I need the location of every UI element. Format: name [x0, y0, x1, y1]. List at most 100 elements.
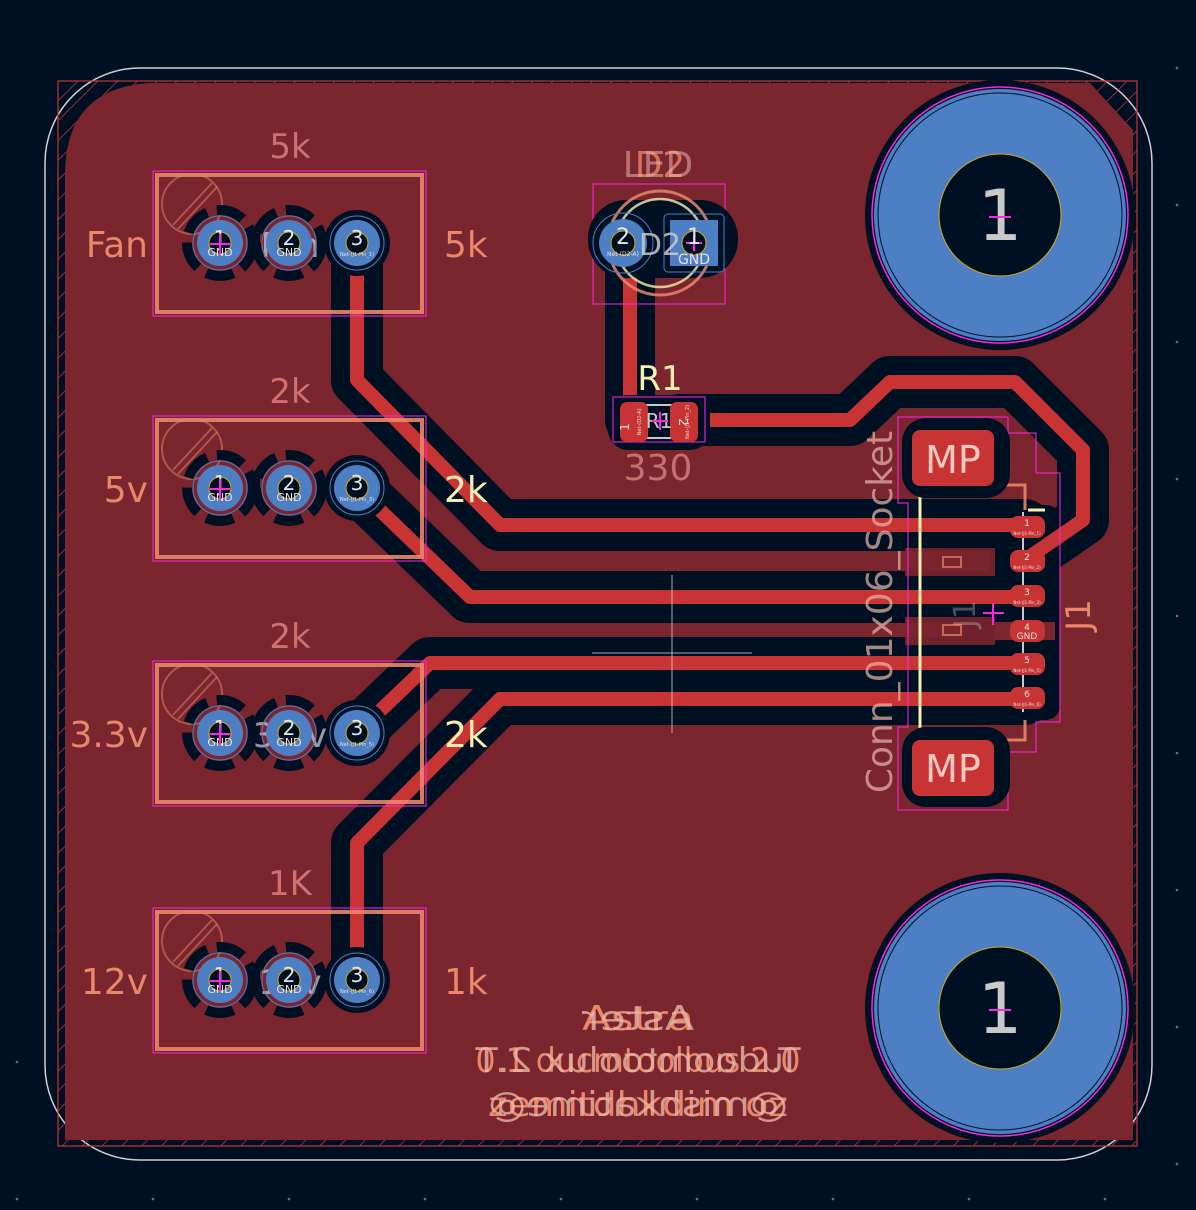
connector-right-value: 2k: [444, 715, 488, 756]
r1-pad-1-net: Net-(D2-A): [637, 409, 643, 436]
pad-number: 2: [283, 716, 296, 740]
j1-pad[interactable]: [1010, 585, 1045, 607]
screw-icon: [161, 663, 223, 725]
j1-pad-number: 4: [1024, 623, 1030, 633]
connector-right-value: 1k: [444, 962, 488, 1003]
trace-r1-to-j1-pin2[interactable]: [673, 375, 1090, 567]
grid-dot: [967, 1197, 971, 1201]
pad-number: 3: [351, 963, 364, 987]
grid-dot: [559, 1197, 563, 1201]
j1-pad-number: 2: [1024, 553, 1030, 563]
thermal-bridge: [250, 970, 260, 990]
pad-outline: [329, 460, 385, 516]
pad-net-label: GND: [276, 983, 301, 996]
mounting-hole-top[interactable]: 1: [865, 80, 1135, 350]
connector-silk-outline: [155, 663, 424, 804]
j1-pad-number: 6: [1024, 690, 1030, 700]
led-pad-2-drill: [610, 230, 636, 256]
pad-number: 3: [351, 226, 364, 250]
r1-pad-2-net: Net-(J1-Pin_2): [685, 405, 691, 439]
pad-outline: [192, 460, 248, 516]
j1-fab-ref: J1: [948, 600, 983, 630]
pad-drill: [277, 721, 301, 745]
j1-mount-pad-top-label: MP: [925, 438, 981, 482]
socket-j1[interactable]: MP MP 1Net-(J1-Pin_1)2Net-(J1-Pin_2)3Net…: [860, 416, 1099, 811]
j1-pad-net: Net-(J1-Pin_5): [1013, 668, 1041, 673]
j1-silk-outline: [1003, 483, 1027, 742]
grid-dot: [1175, 888, 1179, 892]
j1-pad[interactable]: [1010, 550, 1045, 572]
connector-value-label: 5k: [269, 127, 311, 167]
j1-pad[interactable]: [1010, 687, 1045, 709]
j1-mount-pad-bottom[interactable]: [912, 740, 994, 796]
grid-dot: [15, 1060, 19, 1064]
led-d2[interactable]: 2 1 Net-(D2-A) GND D2 D2 LED: [588, 145, 738, 305]
board-text-back-line-3: @mishkatime@: [488, 1085, 788, 1125]
pad-number: 3: [351, 716, 364, 740]
connector-value-label: 2k: [269, 617, 311, 657]
thermal-bridge: [250, 478, 260, 498]
pad-net-label: Net-(J1-Pin_6): [340, 989, 374, 995]
pad-net-label: Net-(J1-Pin_1): [340, 252, 374, 258]
j1-pad-net: Net-(J1-Pin_2): [1013, 565, 1041, 570]
j1-pad-net: Net-(J1-Pin_1): [1013, 531, 1041, 536]
grid-dot: [1175, 1162, 1179, 1166]
r1-value-label: 330: [624, 448, 693, 489]
screw-slot: [177, 923, 218, 967]
j1-fab-pin-2: [942, 624, 962, 636]
r1-pad-2[interactable]: [670, 402, 698, 442]
screw-icon: [161, 173, 223, 235]
j1-pad-net: Net-(J1-Pin_6): [1013, 702, 1041, 707]
pad-drill: [277, 476, 301, 500]
grid-dot: [1175, 340, 1179, 344]
resistor-r1[interactable]: 1 2 Net-(D2-A) Net-(J1-Pin_2) R1 R1 330: [608, 359, 710, 489]
j1-pad[interactable]: [1010, 653, 1045, 675]
connector-silk-outline: [155, 418, 424, 559]
r1-pad-1[interactable]: [620, 402, 648, 442]
grid-dot: [1175, 751, 1179, 755]
connector-side-label: 5v: [104, 470, 148, 511]
led-pad-1-number: 1: [687, 225, 701, 250]
thermal-bridge: [250, 723, 260, 743]
j1-courtyard: [897, 416, 1061, 811]
grid-dot: [1175, 1025, 1179, 1029]
pad-drill: [345, 231, 369, 255]
r1-ref-label: R1: [637, 359, 682, 399]
pad-drill: [345, 476, 369, 500]
connector-side-label: 3.3v: [69, 715, 148, 756]
j1-fab-pin-1: [942, 556, 962, 568]
grid-dot: [1175, 614, 1179, 618]
pad-outline: [261, 952, 317, 1008]
mounting-hole-bottom[interactable]: 1: [865, 873, 1135, 1143]
j1-pad[interactable]: [1010, 620, 1045, 642]
screw-slot: [177, 431, 218, 475]
screw-slot: [172, 427, 213, 471]
j1-pad-number: 1: [1024, 519, 1030, 529]
pad-number: 3: [351, 471, 364, 495]
trace-5v-to-j1-pin3[interactable]: [350, 481, 1032, 604]
j1-mount-pad-top[interactable]: [912, 430, 994, 486]
trace-3v3-to-j1-pin5[interactable]: [350, 656, 1032, 740]
mh-bottom-pad-ring: [877, 885, 1123, 1131]
r1-pad-1-number: 1: [618, 423, 632, 431]
r1-courtyard: [612, 396, 706, 443]
connector-value-label: 2k: [269, 372, 311, 412]
board-text-front-line-3: zemitdhkdim oz: [488, 1085, 788, 1125]
pad-outline: [192, 952, 248, 1008]
grid-dot: [15, 1197, 19, 1201]
led-pad-2-ring: [592, 212, 654, 274]
grid-dot: [1175, 203, 1179, 207]
j1-pad[interactable]: [1010, 516, 1045, 538]
pad-number: 2: [283, 226, 296, 250]
